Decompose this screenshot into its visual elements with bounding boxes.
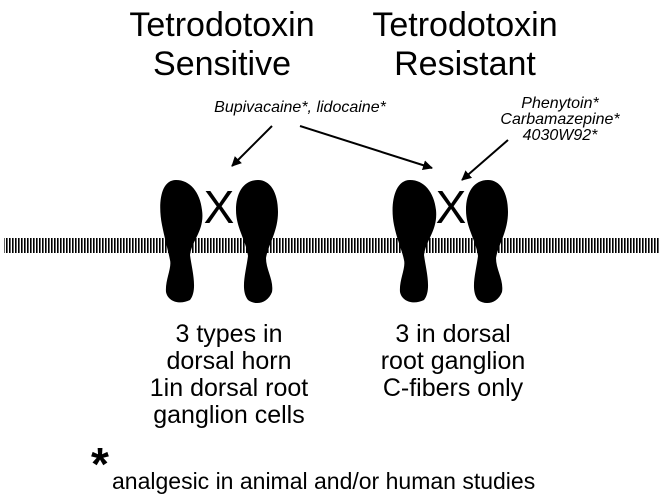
resistant-drug-label-3: 4030W92*	[523, 127, 598, 144]
shared-drug-label: Bupivacaine*, lidocaine*	[214, 99, 386, 116]
resistant-title-line2: Resistant	[394, 45, 536, 83]
sensitive-description-line4: ganglion cells	[153, 401, 305, 429]
sensitive-description-line3: 1in dorsal root	[150, 374, 308, 402]
sensitive-title-line2: Sensitive	[153, 45, 291, 83]
footnote-asterisk: *	[91, 438, 109, 490]
resistant-description-line3: C-fibers only	[383, 374, 524, 402]
footnote-text: analgesic in animal and/or human studies	[112, 468, 535, 494]
resistant-description-line2: root ganglion	[381, 347, 526, 375]
resistant-drug-label-1: Phenytoin*	[521, 95, 599, 112]
resistant-block-mark: X	[436, 181, 467, 233]
sensitive-description-line2: dorsal horn	[166, 347, 291, 375]
arrow-to-sensitive-channel	[232, 126, 272, 166]
sensitive-title-line1: Tetrodotoxin	[129, 6, 314, 44]
arrow-to-resistant-channel	[300, 126, 432, 168]
resistant-title-line1: Tetrodotoxin	[372, 6, 557, 44]
sensitive-description-line1: 3 types in	[175, 320, 282, 348]
resistant-description-line1: 3 in dorsal	[395, 320, 510, 348]
cell-membrane	[4, 238, 660, 253]
arrow-from-resistant-drugs	[462, 140, 508, 180]
sensitive-block-mark: X	[204, 181, 235, 233]
resistant-drug-label-2: Carbamazepine*	[500, 111, 620, 128]
